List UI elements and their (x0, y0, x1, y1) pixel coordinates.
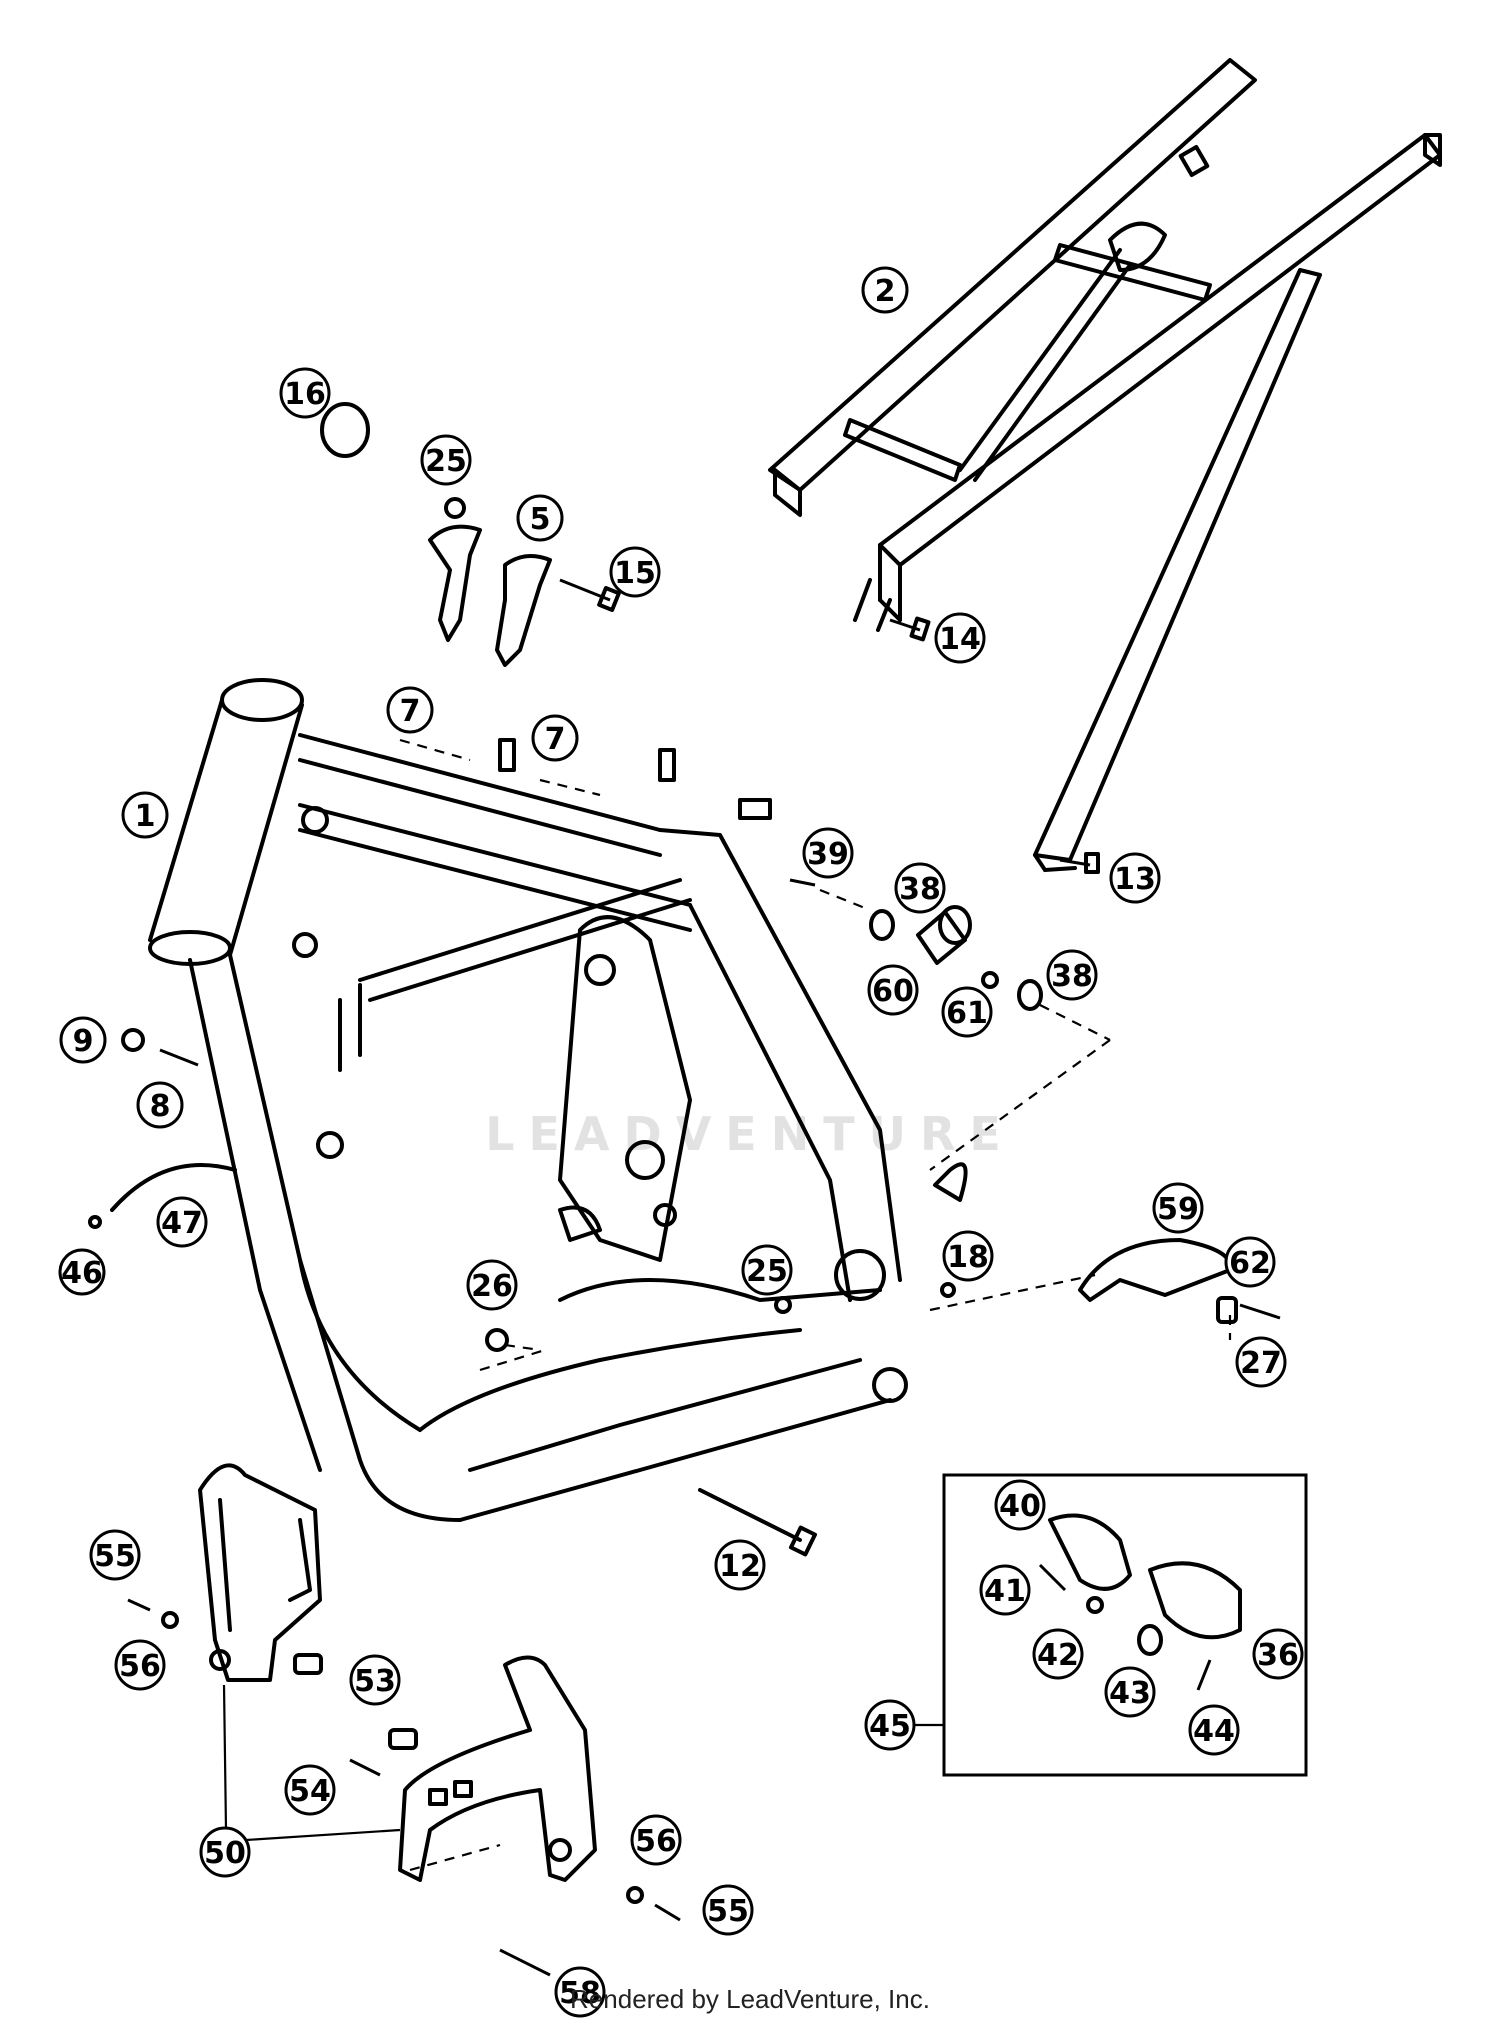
callout-label: 14 (939, 622, 981, 657)
callout-56b: 56 (630, 1814, 682, 1866)
callout-label: 2 (875, 274, 896, 309)
callout-14: 14 (934, 612, 986, 664)
callout-59: 59 (1152, 1182, 1204, 1234)
footer-credit: Rendered by LeadVenture, Inc. (570, 1984, 930, 2014)
callout-38a: 38 (894, 862, 946, 914)
callout-label: 36 (1257, 1638, 1299, 1673)
callout-label: 7 (545, 722, 566, 757)
callout-label: 54 (289, 1774, 331, 1809)
callout-2: 2 (861, 266, 909, 314)
footpeg-right-part (1148, 1561, 1242, 1640)
callout-label: 47 (161, 1206, 203, 1241)
callout-label: 62 (1229, 1246, 1271, 1281)
callout-55b: 55 (702, 1884, 754, 1936)
callout-label: 56 (635, 1824, 677, 1859)
callout-16: 16 (279, 367, 331, 419)
callout-1: 1 (121, 791, 169, 839)
callout-7a: 7 (386, 686, 434, 734)
callout-label: 27 (1240, 1346, 1282, 1381)
callout-label: 15 (614, 556, 656, 591)
callout-55a: 55 (89, 1529, 141, 1581)
footrest-bracket-part (1078, 1238, 1233, 1302)
callout-label: 39 (807, 837, 849, 872)
callout-9: 9 (59, 1016, 107, 1064)
callout-56a: 56 (114, 1639, 166, 1691)
callout-39: 39 (802, 827, 854, 879)
callout-13: 13 (1109, 852, 1161, 904)
callout-27: 27 (1235, 1336, 1287, 1388)
callout-label: 61 (946, 996, 988, 1031)
callout-38b: 38 (1046, 949, 1098, 1001)
callout-25a: 25 (420, 434, 472, 486)
callout-54: 54 (284, 1764, 336, 1816)
callout-label: 8 (150, 1089, 171, 1124)
callout-44: 44 (1188, 1704, 1240, 1756)
cap-part (320, 402, 370, 458)
callout-label: 18 (947, 1240, 989, 1275)
callout-26: 26 (466, 1259, 518, 1311)
callout-15: 15 (609, 546, 661, 598)
callout-label: 1 (135, 799, 156, 834)
callout-41: 41 (979, 1564, 1031, 1616)
callout-36: 36 (1252, 1628, 1304, 1680)
callout-label: 12 (719, 1549, 761, 1584)
frame-guard-parts (127, 1463, 681, 1977)
callout-61: 61 (941, 986, 993, 1038)
callout-label: 59 (1157, 1192, 1199, 1227)
callout-label: 25 (746, 1254, 788, 1289)
callout-5: 5 (516, 494, 564, 542)
callout-label: 13 (1114, 862, 1156, 897)
callout-label: 38 (1051, 959, 1093, 994)
callout-43: 43 (1104, 1666, 1156, 1718)
callout-40: 40 (994, 1479, 1046, 1531)
footpeg-kit-group (914, 1473, 1308, 1777)
callout-label: 25 (425, 444, 467, 479)
callout-label: 16 (284, 377, 326, 412)
callout-label: 56 (119, 1649, 161, 1684)
callout-50: 50 (199, 1826, 251, 1878)
callout-62: 62 (1224, 1236, 1276, 1288)
callout-label: 44 (1193, 1714, 1235, 1749)
callout-60: 60 (867, 964, 919, 1016)
callout-45: 45 (864, 1699, 916, 1751)
callout-53: 53 (349, 1654, 401, 1706)
callout-label: 46 (61, 1256, 103, 1291)
subframe-part (768, 58, 1442, 872)
bracket-left-part (428, 524, 482, 642)
callout-8: 8 (136, 1081, 184, 1129)
callout-label: 26 (471, 1269, 513, 1304)
callout-label: 42 (1037, 1638, 1079, 1673)
leader-lines (399, 738, 1232, 1372)
callout-label: 55 (94, 1539, 136, 1574)
callout-12: 12 (714, 1539, 766, 1591)
callout-label: 55 (707, 1894, 749, 1929)
callout-label: 7 (400, 694, 421, 729)
callout-42: 42 (1032, 1628, 1084, 1680)
callout-label: 40 (999, 1489, 1041, 1524)
watermark-text: LEADVENTURE (485, 1107, 1015, 1161)
callout-label: 5 (530, 502, 551, 537)
small-hardware (88, 402, 1281, 1557)
hose-part (110, 1163, 237, 1212)
callout-58: 58 (554, 1966, 606, 2018)
callout-label: 38 (899, 872, 941, 907)
callout-label: 43 (1109, 1676, 1151, 1711)
callout-label: 60 (872, 974, 914, 1009)
callout-46: 46 (58, 1248, 106, 1296)
callout-18: 18 (942, 1230, 994, 1282)
callout-7b: 7 (531, 714, 579, 762)
callout-label: 45 (869, 1709, 911, 1744)
callout-label: 58 (559, 1976, 601, 2011)
callout-47: 47 (156, 1196, 208, 1248)
main-frame-part (148, 678, 968, 1522)
callout-label: 50 (204, 1836, 246, 1871)
callout-25b: 25 (741, 1244, 793, 1296)
callout-label: 41 (984, 1574, 1026, 1609)
footpeg-left-part (1048, 1513, 1132, 1591)
callout-label: 9 (73, 1024, 94, 1059)
bracket-right-part (495, 554, 552, 667)
callout-label: 53 (354, 1664, 396, 1699)
